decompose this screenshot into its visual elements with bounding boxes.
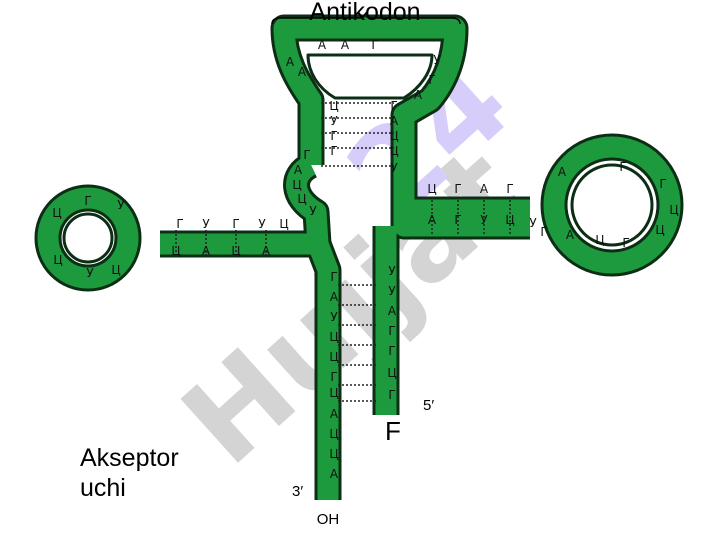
- nucleotide-anticodon-stem-left-1: Ц: [329, 99, 338, 113]
- nucleotide-neck-left-3: Ц: [292, 178, 301, 192]
- nucleotide-d-loop-3: У: [117, 198, 125, 212]
- nucleotide-acceptor-left-5: Ц: [329, 350, 338, 364]
- nucleotide-anticodon-stem-right-2: А: [390, 114, 399, 128]
- nucleotide-anticodon-loop-3: Г: [371, 38, 378, 52]
- nucleotide-t-arm-bottom-4: Ц: [505, 213, 514, 227]
- nucleotide-acceptor-left-8: А: [330, 407, 339, 421]
- nucleotide-neck-left-2: А: [294, 163, 303, 177]
- nucleotide-anticodon-loop-5: Г: [428, 73, 435, 87]
- nucleotide-anticodon-stem-left-3: Г: [330, 129, 337, 143]
- hydrogen-bonds: [175, 102, 511, 402]
- nucleotide-neck-left-4: Ц: [297, 192, 306, 206]
- nucleotide-t-loop-8: А: [566, 228, 575, 242]
- trna-strand: [34, 14, 684, 500]
- nucleotide-t-arm-bottom-1: А: [428, 213, 437, 227]
- anticodon-bracket: [271, 11, 461, 25]
- nucleotide-d-arm-top-1: Г: [176, 217, 183, 231]
- nucleotide-acceptor-left-2: А: [330, 290, 339, 304]
- t-loop-hole: [570, 163, 654, 247]
- nucleotide-t-loop-9: Г: [540, 225, 547, 239]
- nucleotide-anticodon-loop-1: А: [318, 38, 327, 52]
- anticodon-loop: [273, 17, 466, 210]
- d-arm: [160, 155, 329, 255]
- acceptor-label-line2: uchi: [80, 474, 126, 502]
- nucleotide-d-arm-top-2: У: [202, 217, 210, 231]
- nucleotide-acceptor-left-9: Ц: [329, 427, 338, 441]
- nucleotide-acceptor-right-7: Г: [388, 388, 395, 402]
- nucleotide-acceptor-left-11: А: [330, 467, 339, 481]
- oh-label: OH: [317, 511, 340, 528]
- acceptor-label-line1: Akseptor: [80, 444, 179, 472]
- d-loop-hole: [62, 212, 114, 264]
- three-prime-label: 3′: [292, 483, 303, 500]
- d-loop: [37, 187, 139, 289]
- nucleotide-d-arm-top-4: У: [258, 217, 266, 231]
- nucleotide-acceptor-left-4: Ц: [329, 330, 338, 344]
- anticodon-label: Antikodon: [309, 0, 420, 26]
- nucleotide-anticodon-stem-left-4: Г: [330, 144, 337, 158]
- nucleotide-t-loop-5: Ц: [655, 223, 664, 237]
- nucleotide-t-arm-bottom-2: Г: [454, 213, 461, 227]
- nucleotide-acceptor-right-2: У: [388, 284, 396, 298]
- nucleotide-acceptor-right-4: Г: [388, 324, 395, 338]
- nucleotide-acceptor-right-1: У: [388, 264, 396, 278]
- nucleotide-acceptor-left-3: У: [330, 310, 338, 324]
- nucleotide-anticodon-loop-4: У: [433, 53, 441, 67]
- nucleotide-t-arm-bottom-5: У: [529, 216, 537, 230]
- nucleotide-d-loop-6: Ц: [111, 263, 120, 277]
- nucleotide-neck-left-1: Г: [303, 148, 310, 162]
- nucleotide-t-arm-top-1: Ц: [427, 182, 436, 196]
- nucleotide-t-loop-4: Ц: [669, 203, 678, 217]
- nucleotide-anticodon-loop-7: А: [298, 65, 307, 79]
- nucleotide-anticodon-loop-8: А: [286, 55, 295, 69]
- nucleotide-t-arm-top-2: Г: [454, 182, 461, 196]
- nucleotide-t-arm-top-4: Г: [506, 182, 513, 196]
- nucleotide-d-loop-2: Г: [84, 194, 91, 208]
- nucleotide-t-loop-7: Ц: [595, 233, 604, 247]
- nucleotide-neck-left-5: У: [309, 204, 317, 218]
- nucleotide-d-arm-bottom-2: А: [202, 244, 211, 258]
- nucleotide-anticodon-loop-6: А: [414, 88, 423, 102]
- nucleotide-d-loop-4: Ц: [53, 253, 62, 267]
- nucleotide-acceptor-right-3: А: [388, 304, 397, 318]
- nucleotide-acceptor-left-1: Г: [330, 270, 337, 284]
- nucleotide-d-arm-bottom-4: А: [262, 244, 271, 258]
- nucleotide-d-loop-5: У: [86, 266, 94, 280]
- nucleotide-anticodon-stem-right-1: Г: [390, 99, 397, 113]
- anticodon-loop-hole: [306, 53, 434, 100]
- nucleotide-acceptor-right-6: Ц: [387, 366, 396, 380]
- nucleotide-t-arm-top-3: А: [480, 182, 489, 196]
- nucleotide-acceptor-left-6: Г: [330, 370, 337, 384]
- acceptor-stem: [160, 233, 339, 500]
- nucleotide-acceptor-left-7: Ц: [329, 386, 338, 400]
- nucleotide-acceptor-left-10: Ц: [329, 447, 338, 461]
- nucleotide-anticodon-stem-right-3: Ц: [389, 129, 398, 143]
- nucleotide-d-arm-bottom-3: Ц: [231, 244, 240, 258]
- nucleotide-anticodon-loop-2: А: [341, 38, 350, 52]
- nucleotide-d-arm-top-3: Г: [232, 217, 239, 231]
- nucleotide-d-loop-1: Ц: [52, 206, 61, 220]
- nucleotide-d-arm-top-5: Ц: [279, 217, 288, 231]
- watermark: Hujjat 24: [156, 33, 545, 490]
- nucleotide-d-arm-bottom-1: Ц: [171, 244, 180, 258]
- t-loop: [543, 136, 681, 274]
- nucleotide-t-loop-3: Г: [659, 177, 666, 191]
- nucleotide-anticodon-stem-right-5: У: [390, 161, 398, 175]
- nucleotide-acceptor-right-5: Г: [388, 344, 395, 358]
- nucleotide-anticodon-stem-right-4: Ц: [389, 144, 398, 158]
- nucleotide-t-loop-6: Г: [622, 236, 629, 250]
- nucleotide-t-loop-2: Г: [619, 160, 626, 174]
- nucleotide-t-arm-bottom-3: У: [480, 213, 488, 227]
- nucleotide-t-loop-1: А: [558, 165, 567, 179]
- right-stem: [375, 199, 530, 415]
- nucleotide-anticodon-stem-left-2: У: [330, 114, 338, 128]
- five-prime-label: 5′: [423, 397, 434, 414]
- f-label: F: [385, 416, 401, 446]
